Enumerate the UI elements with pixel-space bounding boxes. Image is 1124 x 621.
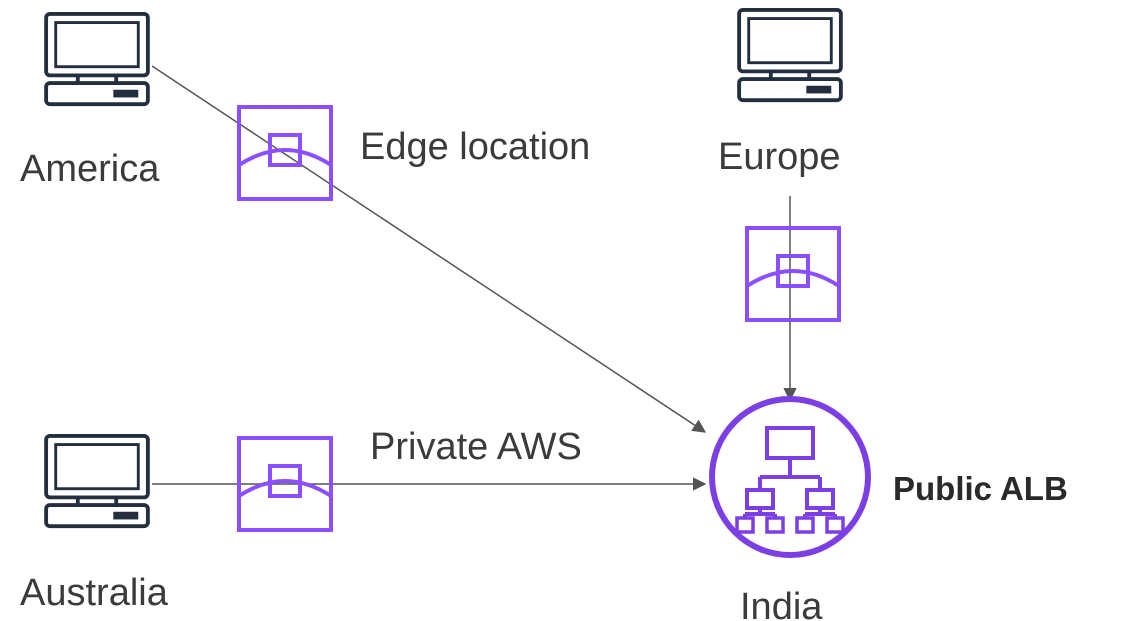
label-europe: Europe [718, 136, 841, 178]
application-load-balancer-icon [709, 396, 871, 558]
label-private-aws: Private AWS [370, 426, 582, 468]
label-india: India [740, 586, 823, 621]
desktop-computer-icon [44, 434, 150, 529]
label-edge-location: Edge location [360, 126, 591, 168]
desktop-computer-icon [737, 8, 843, 103]
label-public-alb: Public ALB [893, 470, 1068, 507]
label-australia: Australia [20, 572, 168, 614]
america-to-india-connector [151, 65, 707, 433]
desktop-computer-icon [44, 12, 150, 107]
edge-location-icon [237, 105, 333, 201]
edge-location-icon [745, 226, 841, 322]
label-america: America [20, 148, 160, 190]
